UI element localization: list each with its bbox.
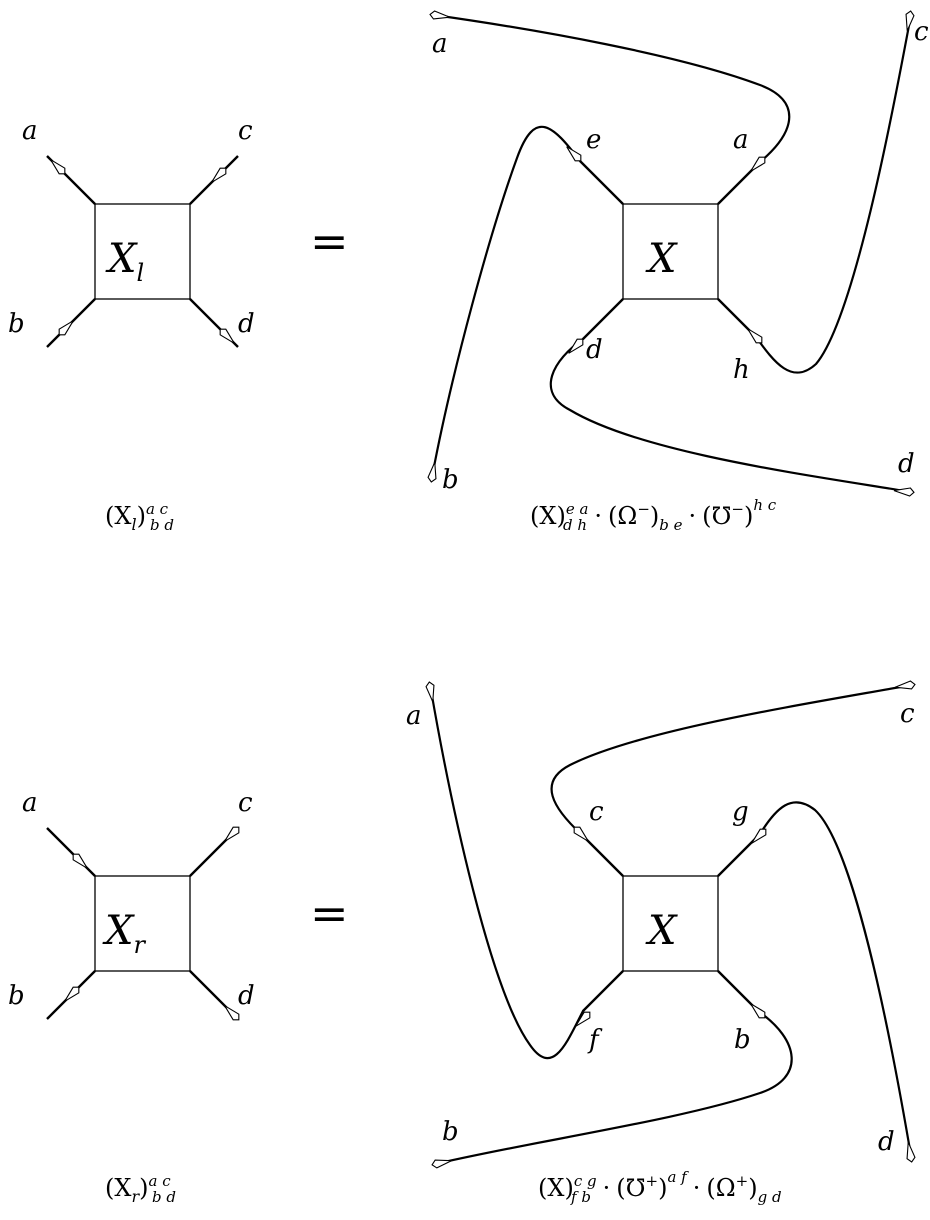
arrow-head bbox=[64, 986, 80, 1002]
inner-label-c: c bbox=[589, 797, 604, 827]
top-left-box bbox=[94, 203, 191, 300]
bottom-right-box bbox=[622, 875, 719, 972]
inner-label-f: f bbox=[587, 1025, 603, 1055]
arrow-head bbox=[573, 826, 589, 842]
arrow-head bbox=[906, 1142, 916, 1163]
leg-label-d: d bbox=[238, 309, 255, 339]
arrow-head bbox=[893, 487, 915, 497]
leg-f bbox=[582, 970, 624, 1012]
top-right-box-label: X bbox=[645, 236, 678, 282]
wire-a-to-a bbox=[432, 13, 791, 164]
equals-sign: = bbox=[310, 886, 349, 940]
outer-label-d: d bbox=[898, 449, 915, 479]
leg-label-a: a bbox=[22, 788, 38, 818]
bottom-right-formula: (X)c g·(℧+)a f·(Ω+)g d bbox=[538, 1168, 782, 1206]
arrow-head bbox=[905, 10, 915, 31]
bottom-left-formula: (Xr)a c bbox=[105, 1172, 171, 1206]
leg-e bbox=[579, 160, 624, 205]
arrow-head bbox=[425, 681, 435, 702]
top-left-diagram: Xl a c b d (Xl)a c b d bbox=[8, 116, 255, 534]
top-right-box bbox=[622, 203, 719, 300]
equals-sign: = bbox=[310, 214, 349, 268]
bottom-left-box-label: Xr bbox=[102, 908, 146, 959]
bottom-right-box-label: X bbox=[645, 908, 678, 954]
bottom-right-diagram: X a c b d c g f b (X)c g·(℧+)a f·(Ω+)g d… bbox=[406, 680, 916, 1206]
arrow-head bbox=[72, 853, 88, 869]
top-left-formula-sub: b d bbox=[150, 516, 174, 534]
arrow-head bbox=[429, 10, 451, 20]
wire-d-to-d bbox=[549, 337, 907, 493]
arrow-head bbox=[431, 1159, 452, 1169]
leg-d bbox=[582, 298, 624, 340]
leg-label-b: b bbox=[8, 309, 25, 339]
leg-label-a: a bbox=[22, 116, 38, 146]
arrow-head bbox=[750, 156, 766, 172]
wire-b-to-b bbox=[438, 1009, 793, 1165]
arrow-head bbox=[58, 320, 74, 336]
arrow-head bbox=[566, 146, 582, 162]
wire-h-to-c bbox=[754, 18, 912, 374]
arrow-head bbox=[751, 828, 767, 844]
inner-label-b: b bbox=[734, 1025, 751, 1055]
top-right-diagram: X a c b d e a d h (X)e a·(Ω−)b e·(℧−)h c… bbox=[427, 10, 929, 534]
arrow-head bbox=[224, 826, 240, 842]
arrow-head bbox=[427, 462, 437, 483]
arrow-head bbox=[224, 1005, 240, 1021]
outer-label-b: b bbox=[442, 465, 459, 495]
leg-label-b: b bbox=[8, 981, 25, 1011]
top-left-formula: (Xl)a c bbox=[105, 500, 169, 534]
arrow-head bbox=[750, 1003, 766, 1019]
leg-label-c: c bbox=[238, 116, 253, 146]
arrow-head bbox=[568, 338, 584, 354]
arrow-head bbox=[575, 1011, 591, 1027]
outer-label-a: a bbox=[406, 701, 422, 731]
bottom-right-formula-sub: f b bbox=[570, 1188, 591, 1206]
top-left-box-label: Xl bbox=[105, 236, 144, 287]
leg-a bbox=[46, 827, 96, 877]
outer-label-a: a bbox=[432, 29, 448, 59]
outer-label-b: b bbox=[442, 1117, 459, 1147]
wire-f-to-a bbox=[429, 688, 585, 1060]
bottom-left-diagram: Xr a c b d (Xr)a c b d bbox=[8, 788, 255, 1206]
leg-label-d: d bbox=[238, 981, 255, 1011]
inner-label-g: g bbox=[732, 797, 749, 827]
inner-label-e: e bbox=[586, 125, 601, 155]
arrow-head bbox=[747, 328, 763, 344]
arrow-head bbox=[219, 328, 235, 344]
inner-label-a: a bbox=[733, 125, 749, 155]
outer-label-c: c bbox=[900, 699, 915, 729]
outer-label-d: d bbox=[878, 1127, 895, 1157]
top-right-formula-sub: d h bbox=[563, 516, 587, 534]
arrow-head bbox=[50, 159, 66, 175]
wire-c-to-c bbox=[550, 684, 908, 836]
wire-g-to-d bbox=[758, 801, 912, 1152]
inner-label-d: d bbox=[586, 335, 603, 365]
leg-label-c: c bbox=[238, 788, 253, 818]
top-right-formula: (X)e a·(Ω−)b e·(℧−)h c bbox=[530, 496, 777, 534]
outer-label-c: c bbox=[914, 17, 929, 47]
wire-e-to-b bbox=[431, 125, 582, 474]
arrow-head bbox=[211, 167, 227, 183]
bottom-left-box bbox=[94, 875, 191, 972]
bottom-left-formula-sub: b d bbox=[152, 1188, 176, 1206]
arrow-head bbox=[894, 680, 916, 690]
inner-label-h: h bbox=[733, 355, 750, 385]
